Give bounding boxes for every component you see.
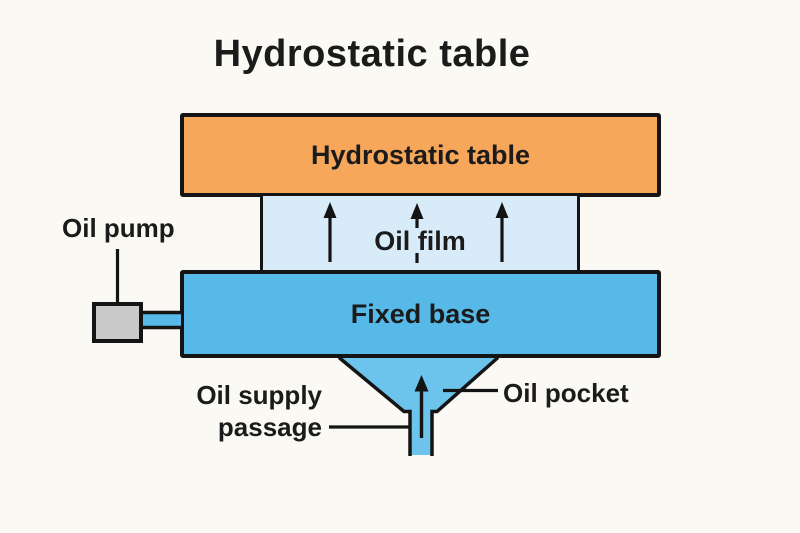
oil-film-arrow-right [495, 202, 509, 262]
supply-flow-arrow [414, 375, 429, 438]
hydrostatic-table-label: Hydrostatic table [310, 139, 531, 170]
oil-film-arrow-middle [410, 203, 424, 263]
hydrostatic-table-block: Hydrostatic table [180, 113, 661, 197]
oil-pipe [139, 310, 181, 330]
oil-pump-body [92, 302, 143, 343]
oil-film-label: Oil film [374, 226, 466, 256]
oil-supply-label-line1: Oil supply [196, 380, 322, 410]
oil-pump-label: Oil pump [62, 213, 175, 243]
fixed-base-block: Fixed base [180, 270, 661, 358]
oil-supply-passage-label: Oil supply passage [180, 379, 322, 443]
oil-pocket-label: Oil pocket [503, 378, 629, 408]
oil-pocket-funnel [337, 356, 500, 456]
oil-film-arrow-left [323, 202, 337, 262]
oil-supply-label-line2: passage [217, 412, 322, 442]
fixed-base-label: Fixed base [350, 298, 491, 329]
oil-film-region: Oil film [260, 196, 580, 270]
page-title: Hydrostatic table [213, 33, 531, 75]
